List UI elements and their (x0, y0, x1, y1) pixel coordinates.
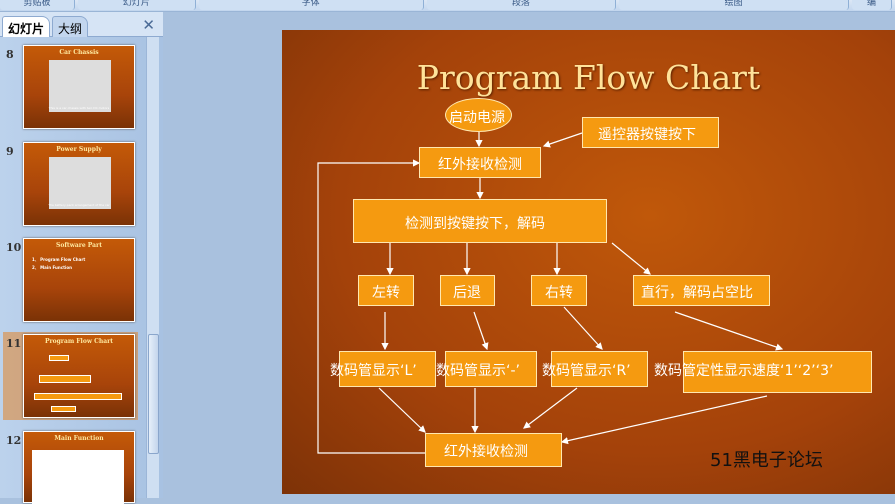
turn-left-box (358, 275, 414, 306)
power-on-label: 启动电源 (449, 110, 505, 126)
slide-number: 11 (6, 337, 22, 350)
display-r-label: 数码管显示‘R’ (542, 363, 631, 379)
slide-thumbnail-10[interactable]: Software Part 1、 Program Flow Chart 2、 M… (23, 238, 135, 322)
thumb-shape (51, 406, 76, 412)
slide-number: 9 (6, 145, 14, 158)
turn-right-box (531, 275, 587, 306)
thumb-title: Main Function (54, 435, 104, 442)
display-dash-label: 数码管显示‘-’ (436, 363, 520, 379)
slide-thumbnail-12[interactable]: Main Function (23, 431, 135, 504)
power-on-ellipse (445, 98, 512, 132)
thumb-caption: This is a car chassis with two DC motors (48, 106, 110, 110)
power-supply-photo (49, 157, 111, 209)
watermark-text: 51黑电子论坛 (710, 450, 823, 471)
slides-panel: 幻灯片 大纲 ✕ 8 Car Chassis This is a car cha… (0, 12, 163, 504)
vertical-scrollbar[interactable] (146, 37, 159, 498)
display-l-label: 数码管显示‘L’ (330, 363, 417, 379)
ir-detect-box (419, 147, 541, 178)
slide-number: 12 (6, 434, 22, 447)
thumb-shape (34, 393, 122, 400)
thumb-title: Car Chassis (59, 49, 99, 56)
ribbon-group-editing[interactable]: 编 (852, 0, 892, 10)
scrollbar-thumb[interactable] (148, 334, 159, 454)
thumb-shape (39, 375, 91, 383)
ribbon: 剪贴板 幻灯片 字体 段落 绘图 编 (0, 0, 895, 12)
thumb-title: Power Supply (56, 146, 102, 153)
close-icon[interactable]: ✕ (142, 16, 155, 34)
ribbon-group-font[interactable]: 字体 (198, 0, 424, 10)
display-speed-box (683, 351, 872, 393)
reverse-box (440, 275, 495, 306)
slide-title: Program Flow Chart (416, 58, 761, 97)
flow-arrows (317, 132, 784, 454)
slide-canvas[interactable]: Program Flow Chart 启动电源 遥控器按键按下 红外接收检测 检… (282, 30, 895, 494)
turn-right-label: 右转 (545, 285, 573, 301)
car-chassis-photo (49, 60, 111, 112)
ribbon-group-paragraph[interactable]: 段落 (426, 0, 617, 10)
display-l-box (339, 351, 436, 387)
ribbon-group-clipboard[interactable]: 剪贴板 (0, 0, 75, 10)
tab-slides[interactable]: 幻灯片 (2, 16, 51, 37)
ribbon-group-drawing[interactable]: 绘图 (619, 0, 850, 10)
turn-left-label: 左转 (372, 285, 400, 301)
slide-number: 10 (6, 241, 22, 254)
straight-label: 直行，解码占空比 (641, 285, 753, 301)
slide-thumbnail-9[interactable]: Power Supply The battery pack arrangemen… (23, 142, 135, 226)
decode-label: 检测到按键按下，解码 (405, 216, 545, 232)
thumb-shape (49, 355, 69, 361)
panel-tabs: 幻灯片 大纲 ✕ (0, 12, 163, 37)
straight-box (633, 275, 770, 306)
remote-press-label: 遥控器按键按下 (598, 127, 696, 143)
slide-thumbnail-11[interactable]: Program Flow Chart (23, 334, 135, 418)
slide-number: 8 (6, 48, 14, 61)
tab-outline[interactable]: 大纲 (52, 16, 89, 37)
ir-detect-label-2: 红外接收检测 (444, 444, 528, 460)
remote-press-box (582, 117, 719, 148)
code-image (32, 450, 124, 504)
thumb-title: Software Part (56, 242, 102, 249)
thumb-title: Program Flow Chart (44, 338, 114, 345)
decode-box (353, 199, 607, 243)
thumb-caption: The battery pack arrangement of the car (48, 203, 110, 207)
reverse-label: 后退 (453, 285, 481, 301)
ir-detect-box-2 (425, 433, 562, 467)
ribbon-group-slides[interactable]: 幻灯片 (77, 0, 196, 10)
display-r-box (551, 351, 648, 387)
thumb-item: 1、 Program Flow Chart (32, 257, 86, 262)
display-dash-box (445, 351, 537, 387)
display-speed-label: 数码管定性显示速度‘1’‘2’‘3’ (654, 363, 834, 379)
slide-thumbnail-8[interactable]: Car Chassis This is a car chassis with t… (23, 45, 135, 129)
ir-detect-label: 红外接收检测 (438, 157, 522, 173)
thumb-item: 2、 Main Function (32, 265, 72, 270)
